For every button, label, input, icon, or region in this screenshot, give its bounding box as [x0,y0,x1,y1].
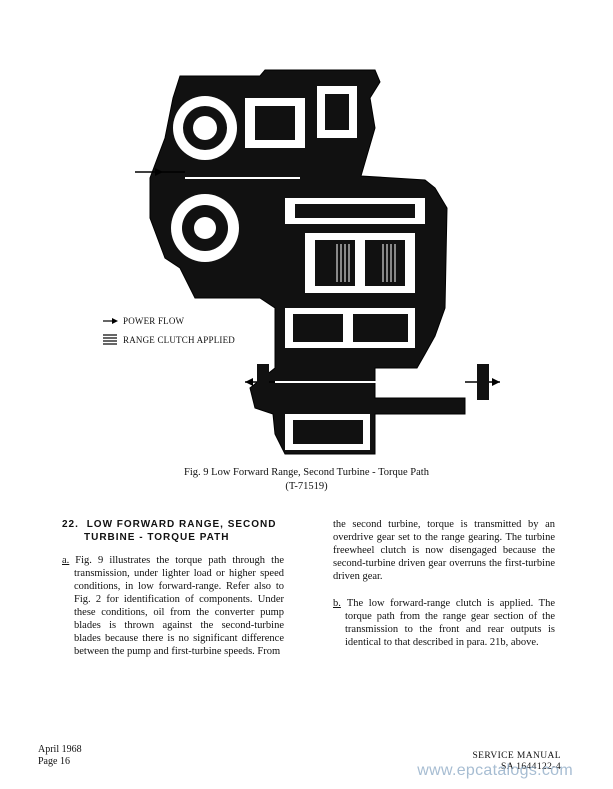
paragraph-a-marker: a. [62,555,70,566]
figure-caption-ref: (T-71519) [285,481,328,492]
footer-doc-number: SA 1644122-4 [501,762,561,772]
legend-power-flow: POWER FLOW [103,313,235,329]
paragraph-a: a. Fig. 9 illustrates the torque path thr… [62,554,284,658]
footer-right: SERVICE MANUAL SA 1644122-4 [473,751,562,773]
paragraph-b-text: The low forward-range clutch is applied.… [345,598,555,648]
hatch-swatch-icon [103,334,120,346]
section-title-line1: LOW FORWARD RANGE, SECOND [86,519,277,530]
section-number: 22. [62,519,79,530]
paragraph-a-continued: the second turbine, torque is transmitte… [333,519,555,582]
paragraph-b: b. The low forward-range clutch is applie… [333,597,555,649]
legend-power-flow-label: POWER FLOW [123,316,185,326]
watermark-logo: www.epcatalogs.com [417,762,573,779]
paragraph-b-marker: b. [333,598,341,609]
footer-manual-title: SERVICE MANUAL [472,751,561,761]
legend-range-clutch: RANGE CLUTCH APPLIED [103,332,235,348]
left-column: 22. LOW FORWARD RANGE, SECOND TURBINE - … [62,518,284,658]
paragraph-a-text: Fig. 9 illustrates the torque path throu… [74,555,284,657]
footer-left: April 1968 Page 16 [38,744,82,768]
footer-page-number: Page 16 [38,756,70,767]
section-heading: 22. LOW FORWARD RANGE, SECOND TURBINE - … [62,518,284,544]
legend-range-clutch-label: RANGE CLUTCH APPLIED [123,335,236,345]
transmission-cutaway-drawing [135,69,500,455]
arrow-icon [103,317,120,325]
footer-date: April 1968 [38,744,82,755]
transmission-cutaway-figure [125,68,510,458]
figure-caption: Fig. 9 Low Forward Range, Second Turbine… [0,466,613,494]
section-title-line2: TURBINE - TORQUE PATH [84,532,230,543]
figure-legend: POWER FLOW RANGE CLUTCH APPLIED [103,313,235,348]
figure-caption-title: Fig. 9 Low Forward Range, Second Turbine… [184,467,429,478]
right-column: the second turbine, torque is transmitte… [333,518,555,649]
